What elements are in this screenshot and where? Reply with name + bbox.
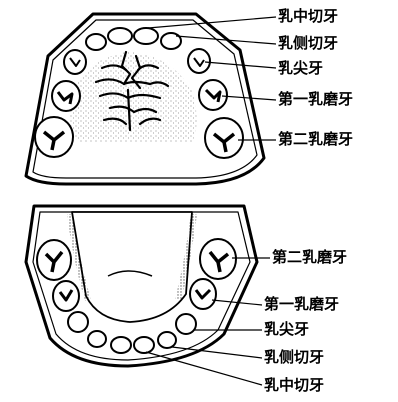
lower-tongue [72, 212, 192, 322]
label-lower-canine: 乳尖牙 [264, 322, 309, 337]
lower-first-molar-l [190, 279, 216, 309]
label-upper-second-molar: 第二乳磨牙 [278, 132, 353, 147]
label-upper-lateral-incisor: 乳侧切牙 [278, 36, 338, 51]
label-lower-first-molar: 第一乳磨牙 [264, 297, 339, 312]
upper-lateral-incisor-r [86, 34, 106, 50]
label-upper-central-incisor: 乳中切牙 [278, 9, 338, 24]
label-upper-first-molar: 第一乳磨牙 [278, 92, 353, 107]
upper-central-incisor-r [108, 28, 132, 44]
upper-central-incisor-l [134, 28, 158, 44]
lower-lateral-incisor-r [88, 331, 106, 347]
upper-lateral-incisor-l [161, 33, 181, 49]
label-upper-canine: 乳尖牙 [278, 61, 323, 76]
lower-canine-l [176, 314, 196, 334]
label-lower-second-molar: 第二乳磨牙 [272, 250, 347, 265]
lower-second-molar-l [200, 239, 236, 279]
upper-arch [26, 14, 264, 184]
upper-first-molar-r [52, 81, 80, 111]
upper-second-molar-l [205, 118, 243, 158]
upper-second-molar-r [35, 117, 73, 157]
upper-canine-l [188, 49, 210, 73]
lower-arch [26, 206, 257, 366]
upper-canine-r [64, 50, 86, 74]
lower-canine-r [68, 312, 88, 332]
lower-central-incisor-r [111, 337, 131, 353]
lower-first-molar-r [53, 281, 79, 311]
lower-central-incisor-l [134, 337, 154, 353]
lower-lateral-incisor-l [158, 332, 176, 348]
label-lower-lateral-incisor: 乳侧切牙 [264, 350, 324, 365]
label-lower-central-incisor: 乳中切牙 [264, 378, 324, 393]
